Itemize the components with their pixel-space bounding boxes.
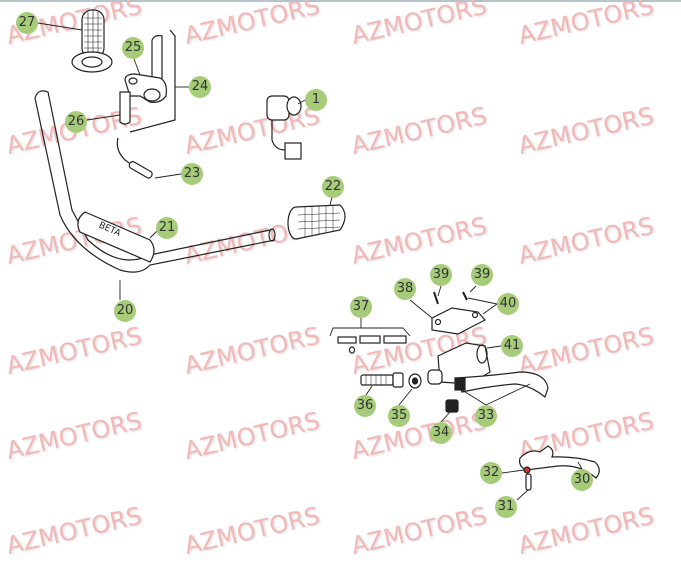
part-25-throttle-housing[interactable] (124, 73, 167, 103)
part-33-lever[interactable] (454, 371, 549, 399)
callout-38[interactable]: 38 (394, 278, 416, 300)
part-30-lever[interactable] (519, 445, 600, 479)
part-39-screws[interactable] (433, 291, 468, 305)
callout-35[interactable]: 35 (388, 405, 410, 427)
callout-21[interactable]: 21 (156, 217, 178, 239)
callout-36[interactable]: 36 (354, 395, 376, 417)
callout-31[interactable]: 31 (495, 496, 517, 518)
part-32-nut[interactable] (523, 466, 531, 474)
part-38-reservoir-cover[interactable] (409, 299, 486, 335)
callout-27[interactable]: 27 (16, 12, 38, 34)
callout-23[interactable]: 23 (181, 163, 203, 185)
callout-30[interactable]: 30 (571, 469, 593, 491)
part-24-throttle-tube[interactable] (129, 29, 176, 133)
callout-33[interactable]: 33 (475, 405, 497, 427)
part-26-adjuster[interactable] (119, 91, 131, 125)
part-1-switch[interactable] (266, 95, 302, 160)
part-41-master-cylinder[interactable] (427, 342, 491, 385)
callout-39[interactable]: 39 (430, 264, 452, 286)
top-border (0, 0, 681, 2)
callout-32[interactable]: 32 (480, 462, 502, 484)
part-36-bolt[interactable] (360, 372, 404, 388)
part-34-adjuster[interactable] (445, 399, 459, 413)
callout-1[interactable]: 1 (305, 89, 327, 111)
part-35-washer[interactable] (408, 373, 422, 389)
callout-20[interactable]: 20 (114, 300, 136, 322)
callout-22[interactable]: 22 (322, 176, 344, 198)
part-31-pivot-bolt[interactable] (525, 473, 532, 491)
callout-39[interactable]: 39 (471, 264, 493, 286)
part-20-handlebar[interactable] (34, 90, 276, 300)
part-27-grip[interactable] (71, 9, 113, 73)
callout-25[interactable]: 25 (122, 37, 144, 59)
callout-34[interactable]: 34 (430, 422, 452, 444)
callout-37[interactable]: 37 (350, 296, 372, 318)
part-37-fitting-set[interactable] (329, 327, 411, 354)
callout-41[interactable]: 41 (501, 335, 523, 357)
callout-24[interactable]: 24 (189, 76, 211, 98)
callout-40[interactable]: 40 (497, 293, 519, 315)
part-23-cable[interactable] (116, 137, 153, 179)
callout-26[interactable]: 26 (65, 111, 87, 133)
leader-lines (37, 22, 583, 501)
part-22-grip[interactable] (287, 196, 346, 240)
part-21-bar-pad[interactable]: BETA (77, 211, 159, 263)
